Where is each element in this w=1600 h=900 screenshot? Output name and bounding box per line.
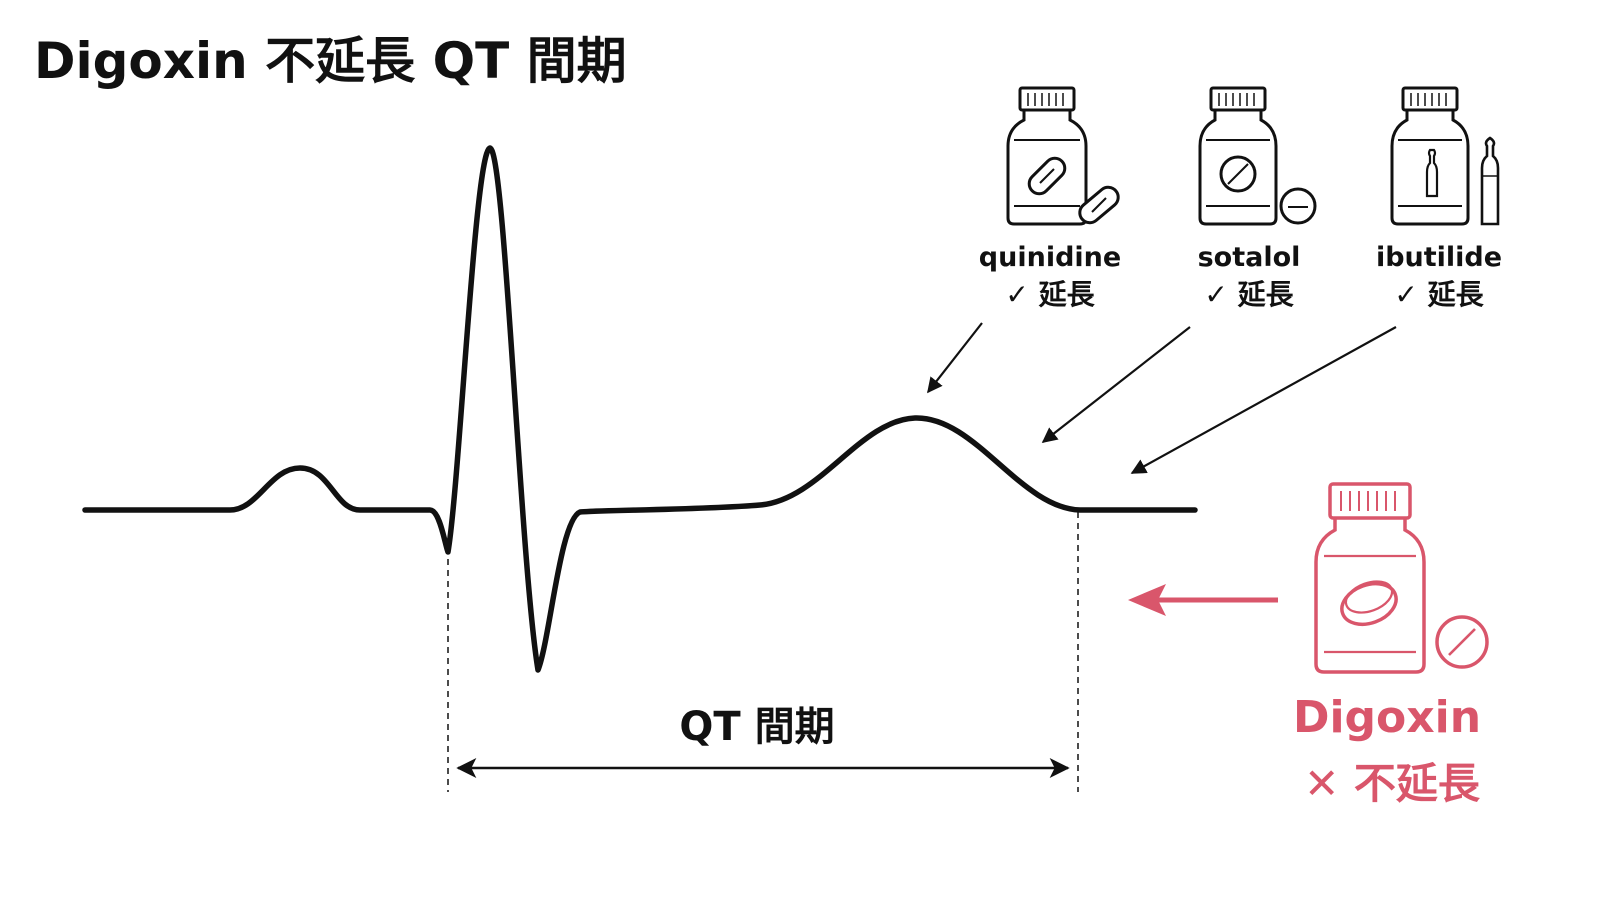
- digoxin-name: Digoxin: [1293, 692, 1481, 743]
- sotalol-arrow: [1041, 326, 1191, 443]
- page-title: Digoxin 不延長 QT 間期: [34, 32, 627, 90]
- drug-digoxin: Digoxin ✕ 不延長: [1128, 482, 1489, 808]
- ibutilide-arrow: [1130, 326, 1397, 474]
- quinidine-arrow: [927, 322, 983, 394]
- drug-effect-quinidine: ✓ 延長: [1005, 278, 1095, 311]
- drug-quinidine: quinidine ✓ 延長: [927, 86, 1121, 394]
- ecg-waveform: [82, 145, 1198, 673]
- ampoule-bottle-icon: [1390, 86, 1500, 226]
- drug-sotalol: sotalol ✓ 延長: [1041, 86, 1317, 443]
- drug-name-quinidine: quinidine: [979, 242, 1121, 273]
- drug-effect-sotalol: ✓ 延長: [1204, 278, 1294, 311]
- qt-interval-label: QT 間期: [679, 704, 834, 750]
- tablet-pill-bottle-icon: [1198, 86, 1317, 226]
- drug-name-sotalol: sotalol: [1198, 242, 1301, 273]
- digoxin-arrow-head: [1128, 584, 1166, 616]
- capsule-pill-bottle-icon: [1006, 86, 1120, 226]
- tablet-pill-bottle-icon: [1314, 482, 1489, 674]
- drug-ibutilide: ibutilide ✓ 延長: [1130, 86, 1502, 474]
- drug-name-ibutilide: ibutilide: [1376, 242, 1502, 273]
- drug-effect-ibutilide: ✓ 延長: [1394, 278, 1484, 311]
- digoxin-effect: ✕ 不延長: [1304, 759, 1481, 808]
